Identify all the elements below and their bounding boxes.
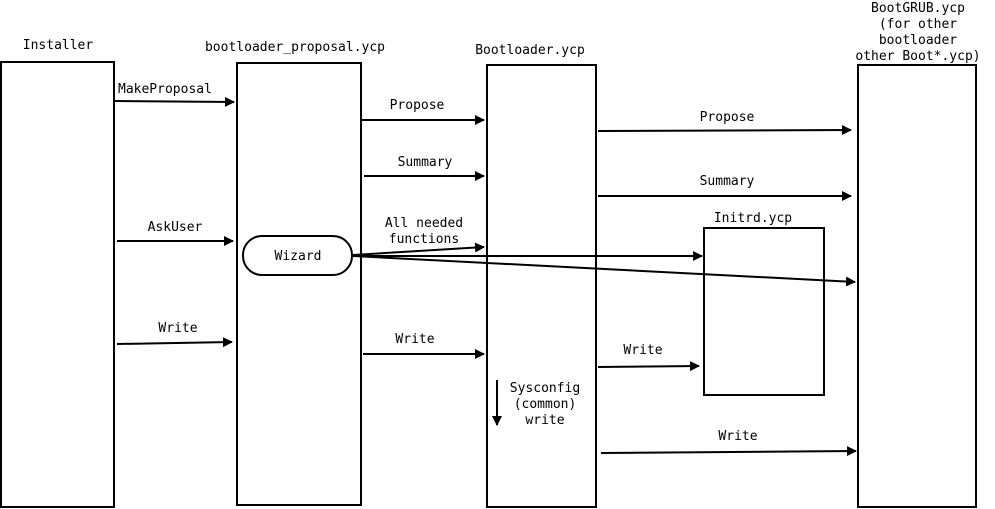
arrow-propose-2 xyxy=(597,125,852,136)
label-write-initrd: Write xyxy=(623,343,662,358)
arrow-write-installer xyxy=(116,337,233,348)
arrow-make-proposal xyxy=(114,96,235,107)
label-write-proposal: Write xyxy=(395,332,434,347)
arrow-write-initrd xyxy=(597,361,700,372)
installer-title: Installer xyxy=(23,38,94,53)
bootgrub-box xyxy=(857,64,977,508)
label-propose-2: Propose xyxy=(700,110,755,125)
label-sysconfig-line-1: Sysconfig xyxy=(510,381,580,396)
wizard-node xyxy=(242,235,353,276)
installer-box xyxy=(0,61,115,508)
arrow-write-bootgrub xyxy=(600,446,857,457)
label-write-installer: Write xyxy=(158,321,197,336)
wizard-label: Wizard xyxy=(275,249,322,264)
label-make-proposal: MakeProposal xyxy=(118,82,212,97)
label-summary-1: Summary xyxy=(398,155,453,170)
label-sysconfig-line-2: (common) xyxy=(514,397,577,412)
initrd-box xyxy=(703,227,825,396)
bootgrub-title-line-3: bootloader xyxy=(879,33,957,48)
bootgrub-title-line-4: other Boot*.ycp) xyxy=(855,49,980,64)
bootloader-box xyxy=(486,64,597,508)
label-all-needed-line-1: All needed xyxy=(385,216,463,231)
bootgrub-title-line-1: BootGRUB.ycp xyxy=(871,1,965,16)
proposal-title: bootloader_proposal.ycp xyxy=(205,40,385,55)
arrow-wizard-to-bootloader xyxy=(352,242,485,256)
bootloader-title: Bootloader.ycp xyxy=(475,43,585,58)
proposal-box xyxy=(236,62,362,506)
arrow-wizard-to-bootgrub xyxy=(352,255,856,287)
bootgrub-title-line-2: (for other xyxy=(879,17,957,32)
label-write-bootgrub: Write xyxy=(718,429,757,444)
label-ask-user: AskUser xyxy=(148,220,203,235)
label-summary-2: Summary xyxy=(700,174,755,189)
label-sysconfig-line-3: write xyxy=(525,413,564,428)
label-all-needed-line-2: functions xyxy=(389,232,459,247)
label-propose-1: Propose xyxy=(390,98,445,113)
initrd-title: Initrd.ycp xyxy=(714,211,792,226)
